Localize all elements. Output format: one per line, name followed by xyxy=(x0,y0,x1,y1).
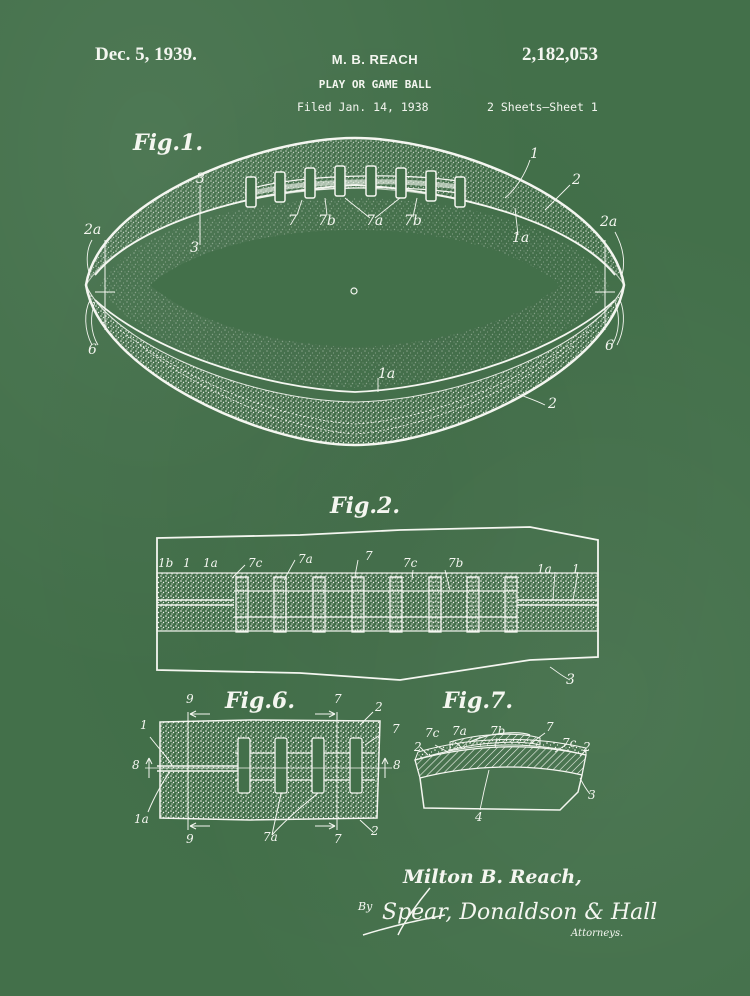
ref-label: 1 xyxy=(572,562,580,576)
ref-label: 7c xyxy=(403,556,418,570)
ref-label: 7a xyxy=(263,830,278,844)
fig1-label: Fig.1. xyxy=(133,130,203,156)
ref-label: 3 xyxy=(196,171,205,187)
ref-label: 7a xyxy=(366,213,384,229)
ref-label: 1a xyxy=(378,366,396,382)
ref-label: 7 xyxy=(546,720,554,734)
ref-label: 2 xyxy=(371,824,379,838)
patent-date: Dec. 5, 1939. xyxy=(95,44,197,65)
ref-label: 7 xyxy=(365,549,373,563)
inventor-name: M. B. REACH xyxy=(331,52,419,67)
ref-label: 7 xyxy=(392,722,400,736)
ref-label: 7b xyxy=(318,213,336,229)
fig7-label: Fig.7. xyxy=(443,688,513,714)
patent-number: 2,182,053 xyxy=(522,44,598,65)
ref-label: 9 xyxy=(186,692,194,706)
fig6-lace-section-drawing xyxy=(145,710,392,836)
ref-label: 1 xyxy=(183,556,191,570)
fig2-label: Fig.2. xyxy=(330,493,400,519)
ref-label: 3 xyxy=(190,240,199,256)
ref-label: 2 xyxy=(548,396,557,412)
ref-label: 2a xyxy=(84,222,102,238)
fig7-cross-section-drawing xyxy=(414,732,591,811)
attorneys-signature: Spear, Donaldson & Hall xyxy=(382,900,658,925)
sheet-count: 2 Sheets—Sheet 1 xyxy=(487,100,598,114)
filed-date: Filed Jan. 14, 1938 xyxy=(297,100,429,114)
fig1-football-drawing xyxy=(84,136,626,447)
ref-label: 1a xyxy=(537,562,552,576)
ref-label: 1a xyxy=(512,230,530,246)
fig2-lace-strip-drawing xyxy=(156,526,599,681)
ref-label: 7b xyxy=(404,213,422,229)
ref-label: 1b xyxy=(158,556,174,570)
ref-label: 7 xyxy=(288,213,297,229)
ref-label: 6 xyxy=(605,338,614,354)
signature-flourish xyxy=(362,887,446,936)
ref-label: 8 xyxy=(393,758,401,772)
ref-label: 7 xyxy=(334,692,342,706)
ref-label: 1 xyxy=(140,718,148,732)
ref-label: 7a xyxy=(298,552,313,566)
fig6-label: Fig.6. xyxy=(225,688,295,714)
ref-label: 3 xyxy=(588,788,596,802)
ref-label: 7a xyxy=(452,724,467,738)
ref-label: 8 xyxy=(132,758,140,772)
ref-label: 7c xyxy=(562,736,577,750)
ref-label: 2a xyxy=(600,214,618,230)
ref-label: 7b xyxy=(490,724,506,738)
ref-label: 2 xyxy=(572,172,581,188)
ref-label: 7c xyxy=(425,726,440,740)
patent-title: PLAY OR GAME BALL xyxy=(318,78,432,91)
ref-label: 1a xyxy=(134,812,149,826)
ref-label: 7 xyxy=(334,832,342,846)
ref-label: 3 xyxy=(566,672,575,688)
ref-label: 7c xyxy=(248,556,263,570)
ref-label: 2 xyxy=(583,740,591,754)
by-label: By xyxy=(358,900,373,913)
inventor-signature: Milton B. Reach, xyxy=(403,866,582,888)
ref-label: 6 xyxy=(88,342,97,358)
ref-label: 9 xyxy=(186,832,194,846)
ref-label: 7b xyxy=(448,556,464,570)
ref-label: 2 xyxy=(414,740,422,754)
attorneys-label: Attorneys. xyxy=(571,928,624,939)
ref-label: 1a xyxy=(203,556,218,570)
ref-label: 1 xyxy=(530,146,539,162)
ref-label: 2 xyxy=(375,700,383,714)
ref-label: 4 xyxy=(475,810,483,824)
